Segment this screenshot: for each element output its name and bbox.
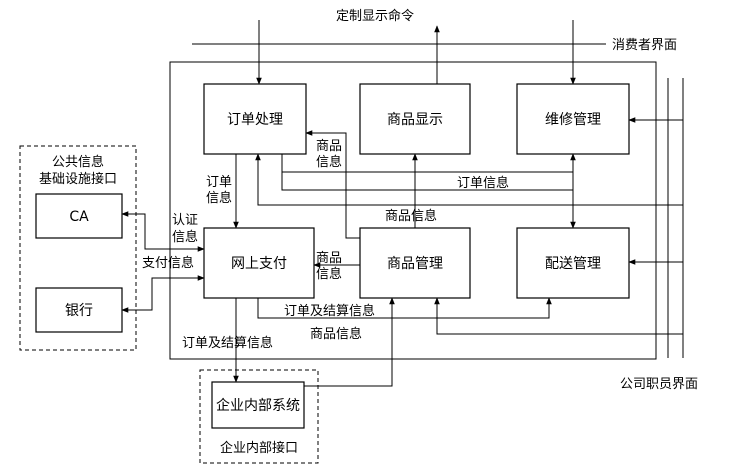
- order-processing-box: [203, 83, 307, 155]
- order-info-label: 订单信息: [457, 175, 509, 191]
- system-boundary: [169, 61, 657, 360]
- product-management-box: [359, 227, 471, 299]
- ca-payment-link: [121, 211, 205, 252]
- delivery-management-box: [516, 227, 630, 299]
- enterprise-to-product-mgmt-arrow: [304, 297, 395, 387]
- staff-to-order-feedback-arrow: [255, 153, 683, 206]
- enterprise-internal-system-label: 企业内部系统: [216, 397, 300, 414]
- staff-interface-label: 公司职员界面: [620, 377, 698, 392]
- bank-payment-link: [121, 275, 205, 313]
- product-display-label: 商品显示: [387, 112, 443, 128]
- bank-box: [35, 287, 123, 333]
- product-info-v2-label-1: 商品: [316, 251, 342, 266]
- auth-info-label-2: 信息: [172, 229, 198, 245]
- consumer-interface-label: 消费者界面: [612, 38, 677, 53]
- enterprise-internal-system-box: [211, 381, 305, 429]
- public-info-interface-label-2: 基础设施接口: [39, 171, 117, 187]
- product-mgmt-to-order-arrow: [305, 130, 360, 239]
- public-info-interface-label-1: 公共信息: [52, 154, 104, 170]
- enterprise-internal-interface-boundary: [199, 369, 319, 464]
- order-settlement-info-label: 订单及结算信息: [284, 303, 375, 319]
- product-info-v2-label-2: 信息: [316, 266, 342, 282]
- order-processing-label: 订单处理: [227, 112, 283, 128]
- delivery-management-label: 配送管理: [545, 256, 601, 272]
- custom-display-command-label: 定制显示命令: [336, 8, 414, 24]
- online-payment-label: 网上支付: [231, 256, 287, 272]
- ca-label: CA: [69, 209, 89, 225]
- order-info-v-label-2: 信息: [206, 190, 232, 206]
- bank-label: 银行: [65, 303, 93, 319]
- auth-info-label-1: 认证: [172, 213, 198, 228]
- product-management-label: 商品管理: [387, 256, 443, 272]
- payment-info-label: 支付信息: [142, 255, 194, 271]
- enterprise-internal-interface-label: 企业内部接口: [220, 440, 298, 456]
- order-info-line-bottom: [281, 172, 573, 191]
- product-info-bottom-label: 商品信息: [310, 326, 362, 342]
- maintenance-management-label: 维修管理: [545, 112, 601, 128]
- order-settlement-info-left-label: 订单及结算信息: [182, 335, 273, 351]
- order-info-v-label-1: 订单: [206, 175, 232, 190]
- product-info-v-label-1: 商品: [316, 139, 342, 154]
- maintenance-management-box: [516, 83, 630, 155]
- online-payment-box: [203, 227, 315, 299]
- product-info-mid-label: 商品信息: [385, 208, 437, 224]
- product-display-box: [359, 83, 471, 155]
- payment-to-delivery-arrow: [257, 297, 552, 319]
- product-info-v-label-2: 信息: [316, 154, 342, 170]
- staff-to-product-mgmt-arrow: [434, 297, 683, 335]
